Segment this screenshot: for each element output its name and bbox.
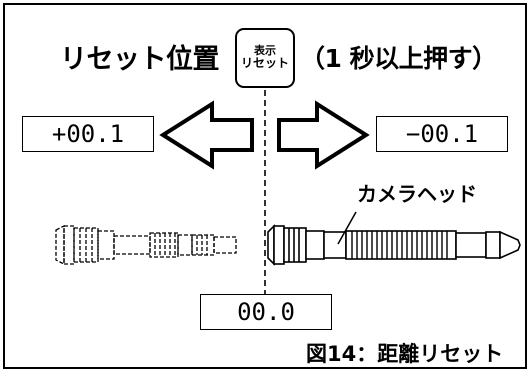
camera-probe: [267, 224, 521, 266]
distance-value-center: 00.0: [200, 294, 332, 330]
distance-value-right: −00.1: [376, 116, 508, 152]
right-arrow: [277, 100, 370, 170]
display-reset-button: 表示 リセット: [235, 28, 295, 88]
figure-caption: 図14：距離リセット: [306, 342, 504, 366]
camera-probe-ghost: [55, 224, 237, 266]
left-arrow: [159, 100, 254, 170]
figure-border: [3, 3, 527, 369]
camera-head-label: カメラヘッド: [357, 182, 477, 206]
reset-position-label: リセット位置: [60, 44, 220, 75]
distance-value-left: +00.1: [22, 116, 154, 152]
button-label-display: 表示: [254, 43, 276, 57]
button-label-reset: リセット: [240, 56, 289, 71]
hold-instruction: （1 秒以上押す）: [300, 44, 497, 73]
camera-head-leader: [337, 211, 357, 245]
